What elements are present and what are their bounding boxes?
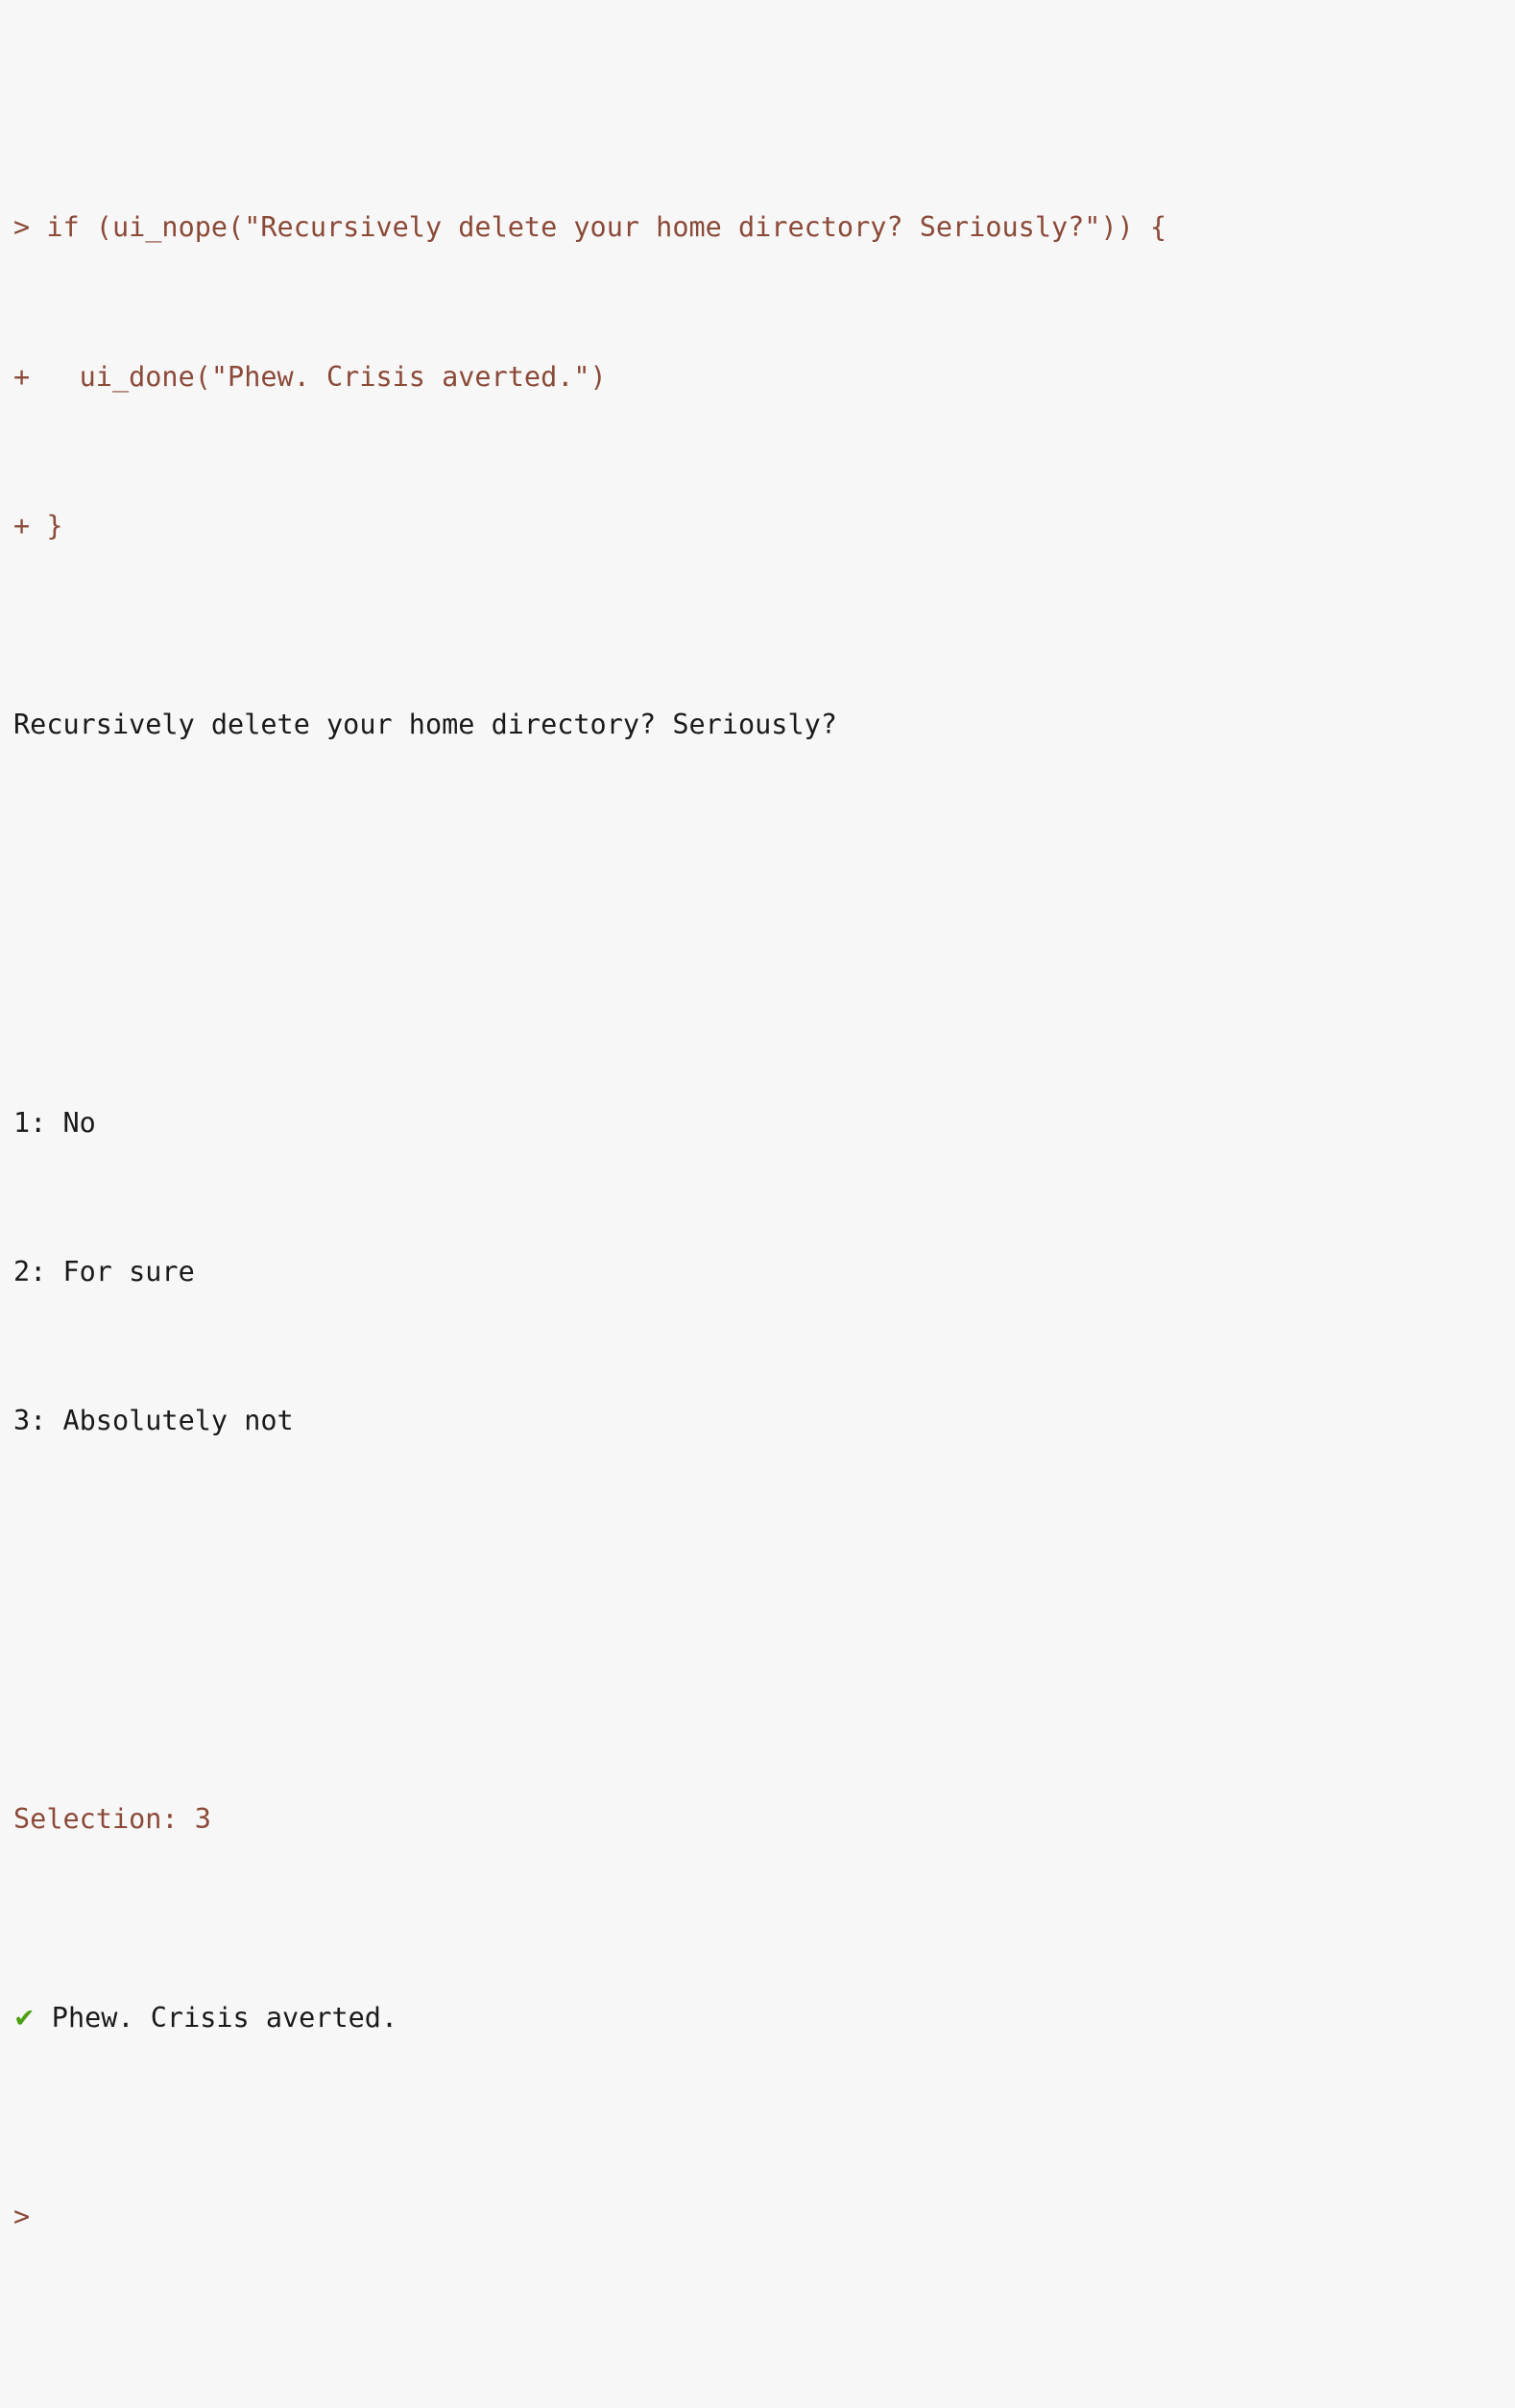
- prompt-symbol: >: [13, 2201, 31, 2233]
- blank-line: [13, 899, 1515, 949]
- code-line-text: > if (ui_nope("Recursively delete your h…: [13, 211, 1167, 244]
- console-input-line: > if (ui_nope("Recursively delete your h…: [13, 203, 1515, 253]
- console-input-line: + ui_done("Phew. Crisis averted."): [13, 352, 1515, 402]
- blank-line: [13, 1596, 1515, 1646]
- check-icon: ✔: [13, 2003, 36, 2034]
- code-line-text: + ui_done("Phew. Crisis averted."): [13, 360, 607, 393]
- success-alert-line: ✔ Phew. Crisis averted.: [13, 1993, 1515, 2043]
- menu-option-label: 3: Absolutely not: [13, 1405, 294, 1437]
- menu-option[interactable]: 3: Absolutely not: [13, 1396, 1515, 1446]
- menu-option-label: 2: For sure: [13, 1255, 195, 1288]
- menu-option[interactable]: 2: For sure: [13, 1247, 1515, 1297]
- selection-text: Selection: 3: [13, 1802, 211, 1835]
- question-text: Recursively delete your home directory? …: [13, 709, 837, 741]
- success-alert-text: Phew. Crisis averted.: [51, 2001, 398, 2034]
- selection-line: Selection: 3: [13, 1794, 1515, 1844]
- menu-option-label: 1: No: [13, 1106, 96, 1139]
- console-question-line: Recursively delete your home directory? …: [13, 700, 1515, 750]
- code-line-text: + }: [13, 509, 63, 542]
- r-console-output[interactable]: > if (ui_nope("Recursively delete your h…: [0, 0, 1515, 2232]
- menu-option[interactable]: 1: No: [13, 1098, 1515, 1148]
- console-input-line: + }: [13, 501, 1515, 551]
- console-prompt-line: >: [13, 2192, 1515, 2242]
